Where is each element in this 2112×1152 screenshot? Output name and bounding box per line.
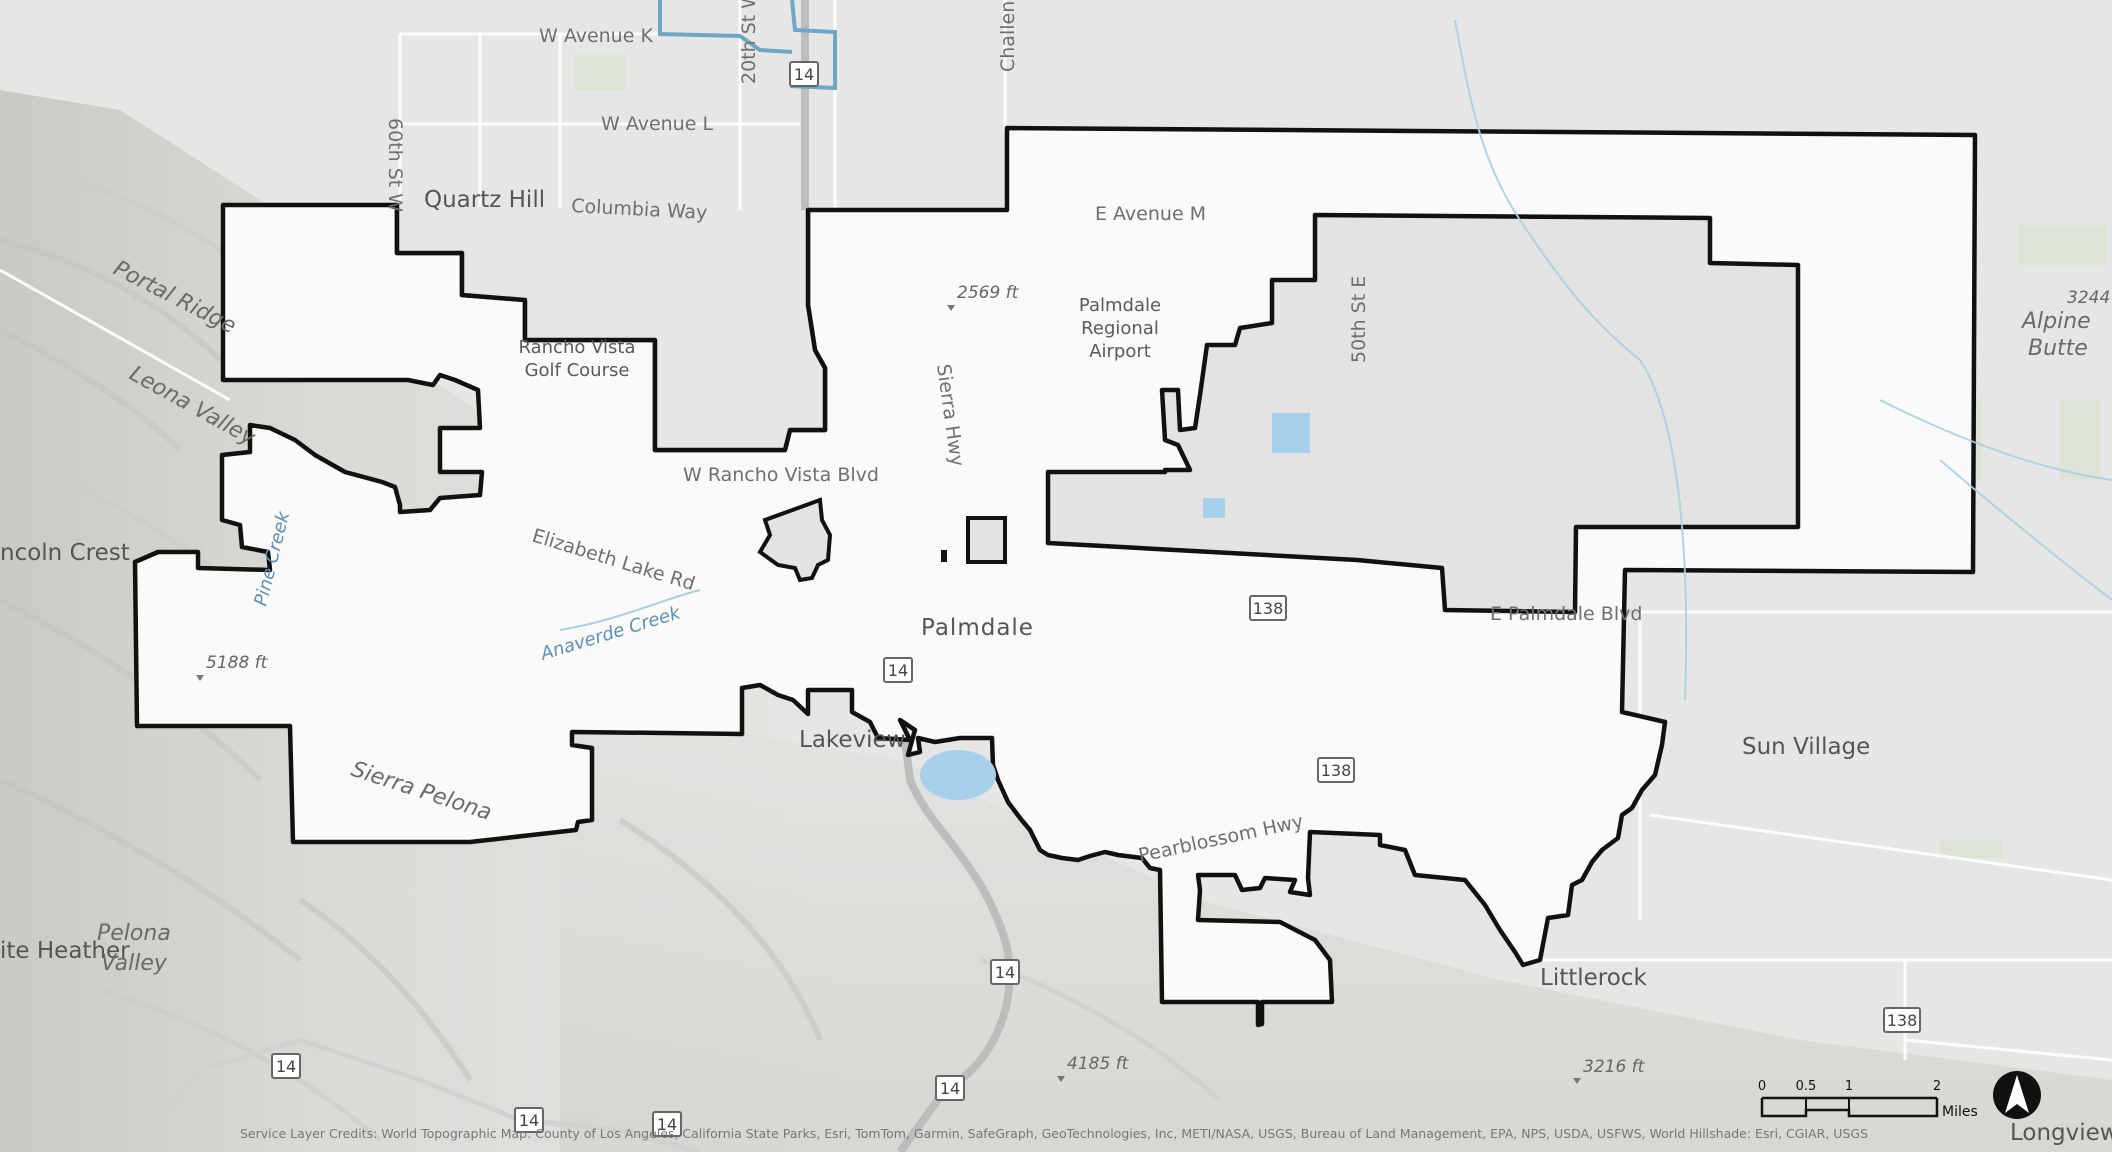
airport-label-1: Palmdale (1079, 295, 1161, 316)
road-w-avenue-l: W Avenue L (601, 113, 713, 135)
shield-14-city: 14 (883, 657, 913, 683)
golf-label-2: Golf Course (525, 360, 630, 381)
road-50th-st-e: 50th St E (1348, 276, 1370, 363)
place-pelona-valley-2: Valley (101, 951, 168, 976)
shield-138-center: 138 (1249, 595, 1287, 621)
svg-text:14: 14 (657, 1115, 677, 1134)
ridge-texture (0, 237, 823, 1082)
scale-tick-1: 1 (1845, 1079, 1853, 1094)
scale-tick-2: 2 (1933, 1079, 1941, 1094)
shield-14-north: 14 (789, 61, 819, 87)
route-shields: 14 14 14 14 14 14 14 138 138 138 (271, 61, 1921, 1137)
airport-label-3: Airport (1089, 341, 1151, 362)
shield-14-south: 14 (990, 959, 1020, 985)
place-littlerock: Littlerock (1540, 965, 1647, 991)
hillshade-south (560, 700, 2112, 1152)
scale-tick-0-5: 0.5 (1796, 1079, 1817, 1094)
shield-138-south: 138 (1317, 757, 1355, 783)
place-lincoln-crest: ncoln Crest (0, 540, 130, 566)
north-arrow-icon (1993, 1071, 2041, 1119)
svg-text:14: 14 (995, 963, 1015, 982)
creek (559, 589, 701, 631)
elevation-2569: 2569 ft (957, 283, 1020, 303)
svg-text:138: 138 (1887, 1011, 1918, 1030)
elevation-3216: 3216 ft (1583, 1057, 1646, 1077)
shield-14-bottom-left: 14 (514, 1107, 544, 1133)
place-longview: Longview (2010, 1120, 2112, 1146)
shield-14-sw: 14 (271, 1053, 301, 1079)
city-boundary-inner-east[interactable] (1045, 212, 1801, 615)
place-sun-village: Sun Village (1742, 734, 1870, 760)
scale-bar: 0 0.5 1 2 Miles (1758, 1079, 1978, 1120)
shield-14-bottom-mid: 14 (652, 1111, 682, 1137)
elevation-markers (196, 305, 1581, 1084)
field (575, 55, 625, 90)
road-w-avenue-k: W Avenue K (539, 25, 653, 47)
place-quartz-hill: Quartz Hill (424, 187, 545, 213)
road-20th-st-w: 20th St W (738, 0, 760, 84)
elevation-5188: 5188 ft (206, 653, 269, 673)
golf-label-1: Rancho Vista (519, 337, 636, 358)
scale-unit: Miles (1942, 1104, 1978, 1120)
ridge-texture-2 (19, 167, 1222, 1142)
inner-block-northwest[interactable] (397, 205, 655, 340)
road-e-avenue-m: E Avenue M (1095, 203, 1206, 225)
field (2018, 225, 2106, 265)
road-e-palmdale-blvd: E Palmdale Blvd (1490, 603, 1642, 625)
city-boundary-north-edges (394, 205, 828, 453)
wash-east (1454, 19, 2112, 701)
road-network (0, 0, 2112, 1062)
inner-block-north[interactable] (655, 210, 825, 450)
place-alpine-butte-1: Alpine (2020, 309, 2091, 334)
svg-text:14: 14 (276, 1057, 296, 1076)
road-w-rancho-vista: W Rancho Vista Blvd (683, 464, 879, 486)
island-dot (941, 550, 947, 562)
place-pelona-valley-1: Pelona (97, 921, 171, 946)
highway-14-south (128, 1037, 701, 1152)
place-palmdale: Palmdale (921, 615, 1034, 641)
place-lakeview: Lakeview (799, 727, 906, 753)
pond (1272, 413, 1310, 453)
place-alpine-butte-2: Butte (2028, 336, 2088, 361)
road-challenger: Challen (997, 1, 1019, 72)
svg-text:14: 14 (794, 65, 814, 84)
island-square[interactable] (966, 516, 1007, 564)
scale-tick-0: 0 (1758, 1079, 1766, 1094)
airport-label-2: Regional (1081, 318, 1159, 339)
place-white-heather: ite Heather (0, 938, 130, 964)
svg-text:14: 14 (519, 1111, 539, 1130)
palmdale-lake (920, 750, 996, 800)
field (2060, 400, 2100, 480)
pond-small (1203, 498, 1225, 518)
shield-14-bottom: 14 (935, 1075, 965, 1101)
adjacent-city-boundary (658, 0, 837, 91)
svg-text:14: 14 (888, 661, 908, 680)
service-layer-credits: Service Layer Credits: World Topographic… (240, 1126, 1868, 1141)
shield-138-east: 138 (1883, 1007, 1921, 1033)
svg-text:138: 138 (1321, 761, 1352, 780)
field (1940, 840, 2002, 858)
road-60th-st-w: 60th St W (384, 118, 406, 212)
elevation-4185: 4185 ft (1067, 1054, 1130, 1074)
svg-text:138: 138 (1253, 599, 1284, 618)
svg-text:14: 14 (940, 1079, 960, 1098)
island-ushaped[interactable] (757, 497, 833, 583)
elevation-3244: 3244 (2067, 288, 2110, 308)
